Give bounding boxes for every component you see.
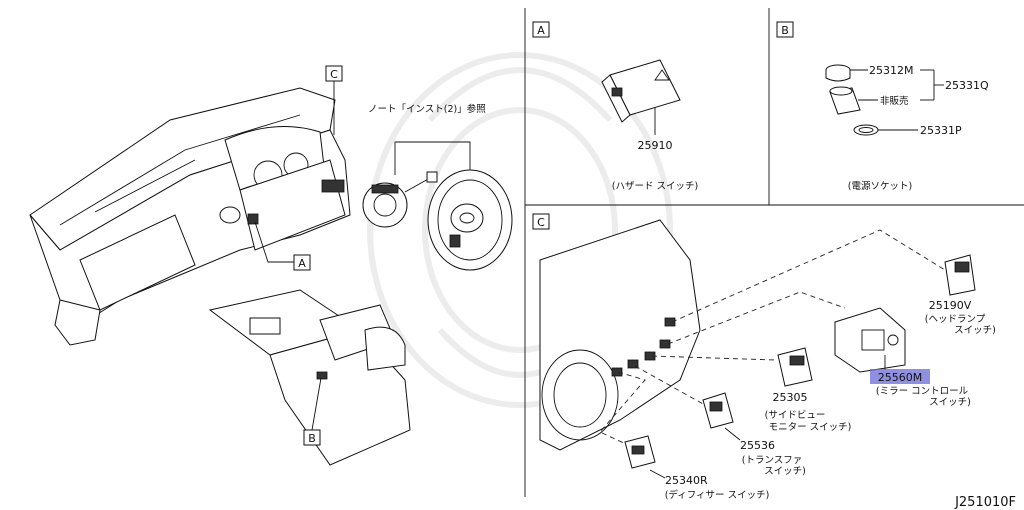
section-dividers	[524, 8, 1024, 497]
callout-b: B	[303, 377, 322, 446]
svg-text:25312M: 25312M	[869, 64, 913, 77]
svg-text:スイッチ): スイッチ)	[764, 466, 806, 477]
instrument-bracket	[394, 141, 471, 175]
svg-text:A: A	[298, 257, 306, 270]
callout-c: C	[325, 65, 343, 135]
svg-text:25536: 25536	[740, 439, 775, 452]
transfer-switch	[702, 392, 741, 441]
instrument-reference: ノート「インスト(2)」参照	[368, 103, 486, 115]
panel-b: B 25312M 25331Q 非販売 25331P (電源ソケット)	[776, 21, 989, 192]
svg-text:スイッチ): スイッチ)	[929, 397, 971, 408]
dashboard-illustration	[29, 87, 411, 466]
svg-text:(ハザード スイッチ): (ハザード スイッチ)	[612, 181, 698, 192]
svg-text:B: B	[781, 24, 789, 37]
svg-text:25331Q: 25331Q	[945, 79, 989, 92]
svg-text:25190V: 25190V	[929, 299, 972, 312]
svg-text:25340R: 25340R	[665, 474, 708, 487]
svg-text:(ディフィサー スイッチ): (ディフィサー スイッチ)	[665, 489, 770, 501]
dash-cutaway	[539, 219, 701, 451]
callout-a: A	[254, 221, 311, 271]
steering-wheel	[427, 169, 513, 271]
mirror-control-switch	[834, 307, 906, 373]
side-view-monitor-switch	[777, 347, 813, 387]
combination-switch	[362, 171, 438, 228]
svg-text:25910: 25910	[638, 139, 673, 152]
svg-text:(トランスファ: (トランスファ	[742, 455, 803, 466]
headlamp-switch	[944, 254, 976, 296]
defroster-switch	[624, 435, 666, 479]
svg-text:非販売: 非販売	[880, 95, 909, 107]
svg-text:(ミラー コントロール: (ミラー コントロール	[876, 386, 969, 397]
svg-text:A: A	[537, 24, 545, 37]
panel-c: C 25190V (ヘッドランプ スイッチ) 25560	[532, 213, 996, 501]
part-highlight	[870, 369, 930, 384]
svg-text:(サイドビュー: (サイドビュー	[765, 410, 826, 421]
svg-text:25560M: 25560M	[878, 371, 922, 384]
svg-text:C: C	[537, 216, 545, 229]
svg-text:B: B	[308, 432, 316, 445]
svg-text:25331P: 25331P	[920, 124, 962, 137]
svg-text:25305: 25305	[773, 391, 808, 404]
svg-text:スイッチ): スイッチ)	[954, 325, 996, 336]
svg-text:モニター スイッチ): モニター スイッチ)	[769, 422, 852, 433]
svg-text:C: C	[330, 68, 338, 81]
drawing-code: J251010F	[954, 495, 1016, 510]
svg-text:(ヘッドランプ: (ヘッドランプ	[925, 314, 986, 325]
panel-a: A 25910 (ハザード スイッチ)	[532, 21, 698, 192]
svg-text:(電源ソケット): (電源ソケット)	[848, 181, 912, 192]
